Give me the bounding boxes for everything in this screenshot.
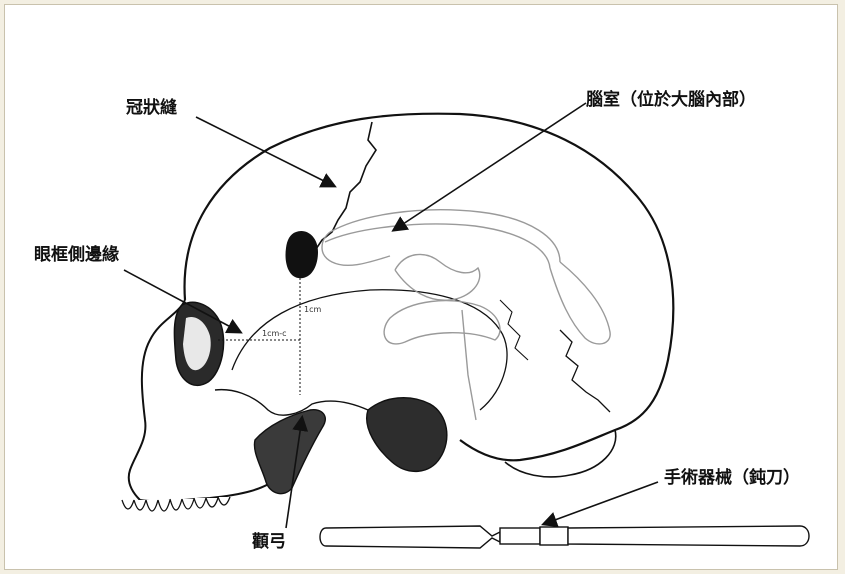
coronal-suture-line bbox=[314, 122, 376, 252]
ventricle-outline bbox=[322, 210, 610, 420]
label-coronal-suture: 冠狀縫 bbox=[126, 100, 177, 117]
vertical-scale-text: 1cm bbox=[304, 305, 321, 314]
surgical-instrument bbox=[320, 526, 809, 548]
zygomatic-arch-shape bbox=[254, 410, 325, 494]
ventricle-pointer bbox=[394, 103, 586, 230]
horizontal-scale-text: 1cm-c bbox=[262, 329, 287, 338]
coronal-suture-pointer bbox=[196, 117, 334, 186]
scale-lines bbox=[218, 278, 300, 395]
label-ventricle: 腦室（位於大腦內部） bbox=[586, 92, 756, 109]
label-orbital-rim: 眼框側邊緣 bbox=[34, 247, 119, 264]
squamosal-suture-line bbox=[560, 330, 610, 412]
instrument-pointer bbox=[544, 482, 658, 524]
label-zygomatic-arch: 顴弓 bbox=[252, 534, 286, 551]
mastoid-shape bbox=[367, 398, 447, 472]
pterion-mark bbox=[286, 231, 319, 278]
label-surgical-instrument: 手術器械（鈍刀） bbox=[664, 470, 800, 487]
